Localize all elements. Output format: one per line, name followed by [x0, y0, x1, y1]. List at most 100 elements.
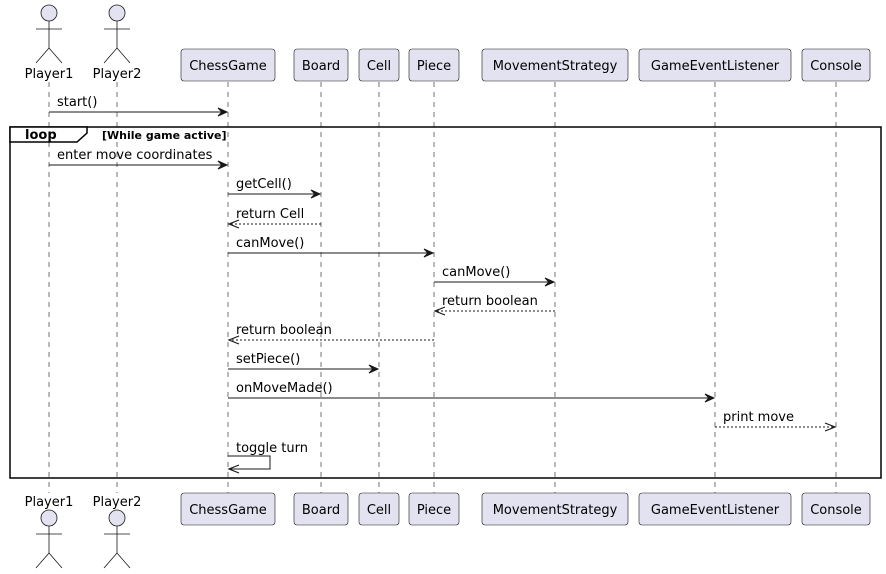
actor-player1-top: Player1: [25, 4, 74, 82]
message-5: canMove(): [228, 236, 435, 258]
participant-label: Piece: [417, 503, 451, 518]
participant-piece-top: Piece: [408, 48, 460, 82]
arrowhead-icon: [217, 160, 229, 170]
participant-label: MovementStrategy: [493, 503, 618, 518]
participant-box: [180, 492, 276, 526]
message-label: enter move coordinates: [57, 148, 213, 163]
participant-board-bottom: Board: [293, 492, 349, 526]
arrowhead-icon: [310, 189, 322, 199]
participant-game-event-listener-top: GameEventListener: [638, 48, 792, 82]
actor-body-icon: [35, 526, 63, 569]
participant-box: [293, 492, 349, 526]
arrowhead-icon: [824, 422, 837, 432]
actor-body-icon: [35, 21, 63, 64]
message-12: toggle turn: [227, 441, 308, 474]
actor-player2-bottom: Player2: [93, 495, 142, 569]
actor-head-icon: [108, 509, 126, 527]
participant-box: [638, 48, 792, 82]
participant-label: MovementStrategy: [493, 59, 618, 74]
message-6: canMove(): [434, 265, 556, 287]
message-label: canMove(): [442, 265, 510, 280]
participant-console-bottom: Console: [801, 492, 871, 526]
participant-cell-top: Cell: [358, 48, 400, 82]
arrowhead-icon: [423, 248, 435, 258]
participant-chess-game-bottom: ChessGame: [180, 492, 276, 526]
message-label: print move: [723, 410, 794, 425]
actor-head-icon: [40, 509, 58, 527]
message-4: return Cell: [227, 207, 321, 229]
arrowhead-icon: [704, 393, 716, 403]
actor-label: Player1: [25, 495, 74, 510]
actor-head-icon: [108, 4, 126, 22]
message-1: start(): [49, 95, 229, 117]
loop-keyword: loop: [25, 128, 57, 143]
participant-box: [801, 492, 871, 526]
participant-box: [358, 48, 400, 82]
message-label: toggle turn: [236, 441, 308, 456]
loop-condition: [While game active]: [102, 129, 227, 142]
message-8: return boolean: [227, 323, 434, 345]
actor-body-icon: [103, 526, 131, 569]
arrowhead-icon: [368, 364, 380, 374]
participant-chess-game-top: ChessGame: [180, 48, 276, 82]
participant-label: Console: [810, 59, 862, 74]
participant-box: [481, 492, 629, 526]
actor-label: Player2: [93, 67, 142, 82]
actor-head-icon: [40, 4, 58, 22]
loop-fragment: loop [While game active]: [9, 126, 882, 479]
message-label: setPiece(): [236, 352, 300, 367]
participant-label: ChessGame: [189, 59, 267, 74]
arrowhead-icon: [227, 464, 240, 474]
participant-box: [638, 492, 792, 526]
message-label: return Cell: [236, 207, 304, 222]
message-label: return boolean: [442, 294, 538, 309]
message-2: enter move coordinates: [49, 148, 229, 170]
participant-console-top: Console: [801, 48, 871, 82]
participant-label: GameEventListener: [651, 59, 780, 74]
participant-label: ChessGame: [189, 503, 267, 518]
arrowhead-icon: [433, 306, 446, 316]
loop-tab: [9, 126, 88, 143]
message-9: setPiece(): [228, 352, 380, 374]
participant-movement-strategy-top: MovementStrategy: [481, 48, 629, 82]
actor-body-icon: [103, 21, 131, 64]
actor-player2-top: Player2: [93, 4, 142, 82]
arrowhead-icon: [227, 335, 240, 345]
message-label: return boolean: [236, 323, 332, 338]
participant-box: [481, 48, 629, 82]
participant-box: [293, 48, 349, 82]
message-3: getCell(): [228, 177, 322, 199]
participant-label: Board: [302, 503, 340, 518]
actor-label: Player1: [25, 67, 74, 82]
participant-label: Piece: [417, 59, 451, 74]
actor-player1-bottom: Player1: [25, 495, 74, 569]
participant-game-event-listener-bottom: GameEventListener: [638, 492, 792, 526]
message-label: canMove(): [236, 236, 304, 251]
arrowhead-icon: [227, 219, 240, 229]
participant-box: [180, 48, 276, 82]
message-label: getCell(): [236, 177, 292, 192]
participant-label: GameEventListener: [651, 503, 780, 518]
participant-label: Console: [810, 503, 862, 518]
participant-board-top: Board: [293, 48, 349, 82]
arrowhead-icon: [217, 107, 229, 117]
participant-label: Cell: [367, 503, 391, 518]
participant-box: [358, 492, 400, 526]
message-11: print move: [715, 410, 837, 432]
actor-label: Player2: [93, 495, 142, 510]
participant-piece-bottom: Piece: [408, 492, 460, 526]
participant-label: Cell: [367, 59, 391, 74]
message-label: onMoveMade(): [236, 381, 333, 396]
participant-cell-bottom: Cell: [358, 492, 400, 526]
loop-frame: [9, 126, 882, 479]
arrowhead-icon: [544, 277, 556, 287]
message-label: start(): [57, 95, 97, 110]
message-10: onMoveMade(): [228, 381, 716, 403]
message-7: return boolean: [433, 294, 555, 316]
participant-box: [408, 48, 460, 82]
participant-box: [801, 48, 871, 82]
participant-label: Board: [302, 59, 340, 74]
participant-box: [408, 492, 460, 526]
